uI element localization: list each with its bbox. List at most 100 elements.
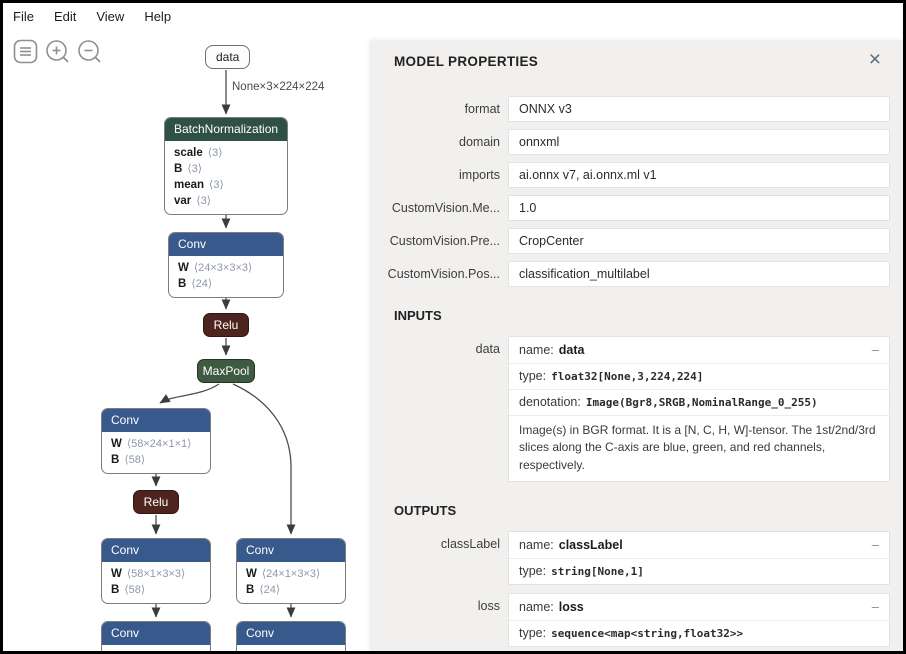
zoom-in-icon[interactable] xyxy=(45,39,70,64)
type-prefix: type: xyxy=(519,564,547,579)
node-header: Conv xyxy=(102,409,210,432)
node-label: Relu xyxy=(143,495,169,509)
property-label: CustomVision.Pos... xyxy=(387,267,500,281)
input-name-row[interactable]: name: data – xyxy=(509,337,889,363)
outputs-section-header: OUTPUTS xyxy=(394,503,457,519)
param-dims: ⟨3⟩ xyxy=(207,147,223,159)
node-header: BatchNormalization xyxy=(165,118,287,141)
output-item-classlabel: classLabel name: classLabel – type: stri… xyxy=(372,531,903,586)
param-name: W xyxy=(178,262,189,274)
output-label: loss xyxy=(477,599,500,614)
node-label: Relu xyxy=(213,318,239,332)
menu-bar: File Edit View Help xyxy=(11,6,173,27)
node-header: Conv xyxy=(102,622,210,645)
param-dims: ⟨24⟩ xyxy=(259,584,281,596)
param-name: W xyxy=(246,568,257,580)
denotation-prefix: denotation: xyxy=(519,395,581,409)
node-label: data xyxy=(216,50,240,64)
name-prefix: name: xyxy=(519,538,554,553)
output-detail-box: name: loss – type: sequence<map<string,f… xyxy=(508,593,890,648)
graph-toolbar xyxy=(13,39,102,64)
graph-node-data[interactable]: data xyxy=(205,45,251,69)
property-value[interactable]: onnxml xyxy=(508,129,890,155)
output-type-row: type: sequence<map<string,float32>> xyxy=(509,620,889,646)
menu-edit[interactable]: Edit xyxy=(53,9,77,24)
edge-shape-label: None×3×224×224 xyxy=(232,81,325,93)
property-label: format xyxy=(464,102,500,116)
param-dims: ⟨58×1×3×3⟩ xyxy=(126,568,186,580)
output-name-row[interactable]: name: loss – xyxy=(509,594,889,620)
menu-file[interactable]: File xyxy=(13,9,34,24)
param-name: B xyxy=(246,584,255,596)
graph-node-maxpool[interactable]: MaxPool xyxy=(197,359,255,383)
property-row-customvision-preprocess: CustomVision.Pre... CropCenter xyxy=(372,228,903,254)
output-type-value: string[None,1] xyxy=(551,565,644,579)
param-name: mean xyxy=(174,179,205,191)
graph-node-conv4[interactable]: Conv W⟨24×1×3×3⟩ B⟨24⟩ xyxy=(236,538,346,604)
graph-node-batchnormalization[interactable]: BatchNormalization scale ⟨3⟩ B ⟨3⟩ mean ⟨3⟩… xyxy=(164,117,288,215)
graph-node-conv1[interactable]: Conv W⟨24×3×3×3⟩ B⟨24⟩ xyxy=(168,232,284,298)
param-name: var xyxy=(174,195,192,207)
graph-node-conv6[interactable]: Conv xyxy=(236,621,346,651)
collapse-toggle[interactable]: – xyxy=(871,537,879,553)
property-row-customvision-metadata: CustomVision.Me... 1.0 xyxy=(372,195,903,221)
graph-node-conv5[interactable]: Conv xyxy=(101,621,211,651)
property-value[interactable]: classification_multilabel xyxy=(508,261,890,287)
property-value[interactable]: ai.onnx v7, ai.onnx.ml v1 xyxy=(508,162,890,188)
node-params: W⟨58×1×3×3⟩ B⟨58⟩ xyxy=(102,562,210,603)
property-label: CustomVision.Me... xyxy=(391,201,500,215)
menu-view[interactable]: View xyxy=(96,9,125,24)
panel-title: MODEL PROPERTIES xyxy=(394,54,539,69)
property-row-imports: imports ai.onnx v7, ai.onnx.ml v1 xyxy=(372,162,903,188)
node-params: scale⟨3⟩ B⟨3⟩ mean⟨3⟩ var⟨3⟩ xyxy=(165,141,287,214)
param-name: B xyxy=(174,163,183,175)
param-name: B xyxy=(111,454,120,466)
graph-node-conv3[interactable]: Conv W⟨58×1×3×3⟩ B⟨58⟩ xyxy=(101,538,211,604)
property-row-format: format ONNX v3 xyxy=(372,96,903,122)
property-value[interactable]: CropCenter xyxy=(508,228,890,254)
param-dims: ⟨3⟩ xyxy=(196,195,211,207)
input-denotation-row: denotation: Image(Bgr8,SRGB,NominalRange… xyxy=(509,389,889,415)
param-name: scale xyxy=(174,147,203,159)
collapse-toggle[interactable]: – xyxy=(871,599,879,615)
output-name-row[interactable]: name: classLabel – xyxy=(509,532,889,558)
node-header: Conv xyxy=(169,233,283,256)
inputs-section-header: INPUTS xyxy=(394,308,442,323)
param-name: W xyxy=(111,438,122,450)
type-prefix: type: xyxy=(519,626,547,641)
zoom-out-icon[interactable] xyxy=(77,39,102,64)
input-name-value: data xyxy=(558,343,585,357)
model-properties-list: format ONNX v3 domain onnxml imports ai.… xyxy=(372,96,903,287)
output-type-row: type: string[None,1] xyxy=(509,558,889,584)
node-params: W⟨58×24×1×1⟩ B⟨58⟩ xyxy=(102,432,210,473)
input-type-row: type: float32[None,3,224,224] xyxy=(509,363,889,389)
property-value[interactable]: 1.0 xyxy=(508,195,890,221)
node-header: Conv xyxy=(237,622,345,645)
output-label: classLabel xyxy=(440,537,500,552)
param-dims: ⟨24×3×3×3⟩ xyxy=(193,262,253,274)
input-description: Image(s) in BGR format. It is a [N, C, H… xyxy=(509,415,889,481)
node-label: MaxPool xyxy=(202,364,250,378)
menu-toggle-icon[interactable] xyxy=(13,39,38,64)
graph-node-relu1[interactable]: Relu xyxy=(203,313,249,337)
param-dims: ⟨3⟩ xyxy=(209,179,224,191)
param-name: B xyxy=(111,584,120,596)
name-prefix: name: xyxy=(519,600,554,615)
property-row-customvision-postprocess: CustomVision.Pos... classification_multi… xyxy=(372,261,903,287)
property-label: CustomVision.Pre... xyxy=(389,234,500,248)
property-value[interactable]: ONNX v3 xyxy=(508,96,890,122)
param-name: B xyxy=(178,278,187,290)
output-name-value: loss xyxy=(558,600,584,615)
graph-node-relu2[interactable]: Relu xyxy=(133,490,179,514)
graph-node-conv2[interactable]: Conv W⟨58×24×1×1⟩ B⟨58⟩ xyxy=(101,408,211,474)
input-denotation-value: Image(Bgr8,SRGB,NominalRange_0_255) xyxy=(585,396,818,409)
input-type-value: float32[None,3,224,224] xyxy=(551,370,704,383)
node-header: Conv xyxy=(237,539,345,562)
menu-help[interactable]: Help xyxy=(144,9,172,24)
output-detail-box: name: classLabel – type: string[None,1] xyxy=(508,531,890,586)
type-prefix: type: xyxy=(519,369,547,383)
param-dims: ⟨58⟩ xyxy=(124,454,146,466)
collapse-toggle[interactable]: – xyxy=(871,342,879,357)
model-properties-panel: MODEL PROPERTIES × format ONNX v3 domain… xyxy=(372,40,903,651)
close-icon[interactable]: × xyxy=(868,48,881,71)
